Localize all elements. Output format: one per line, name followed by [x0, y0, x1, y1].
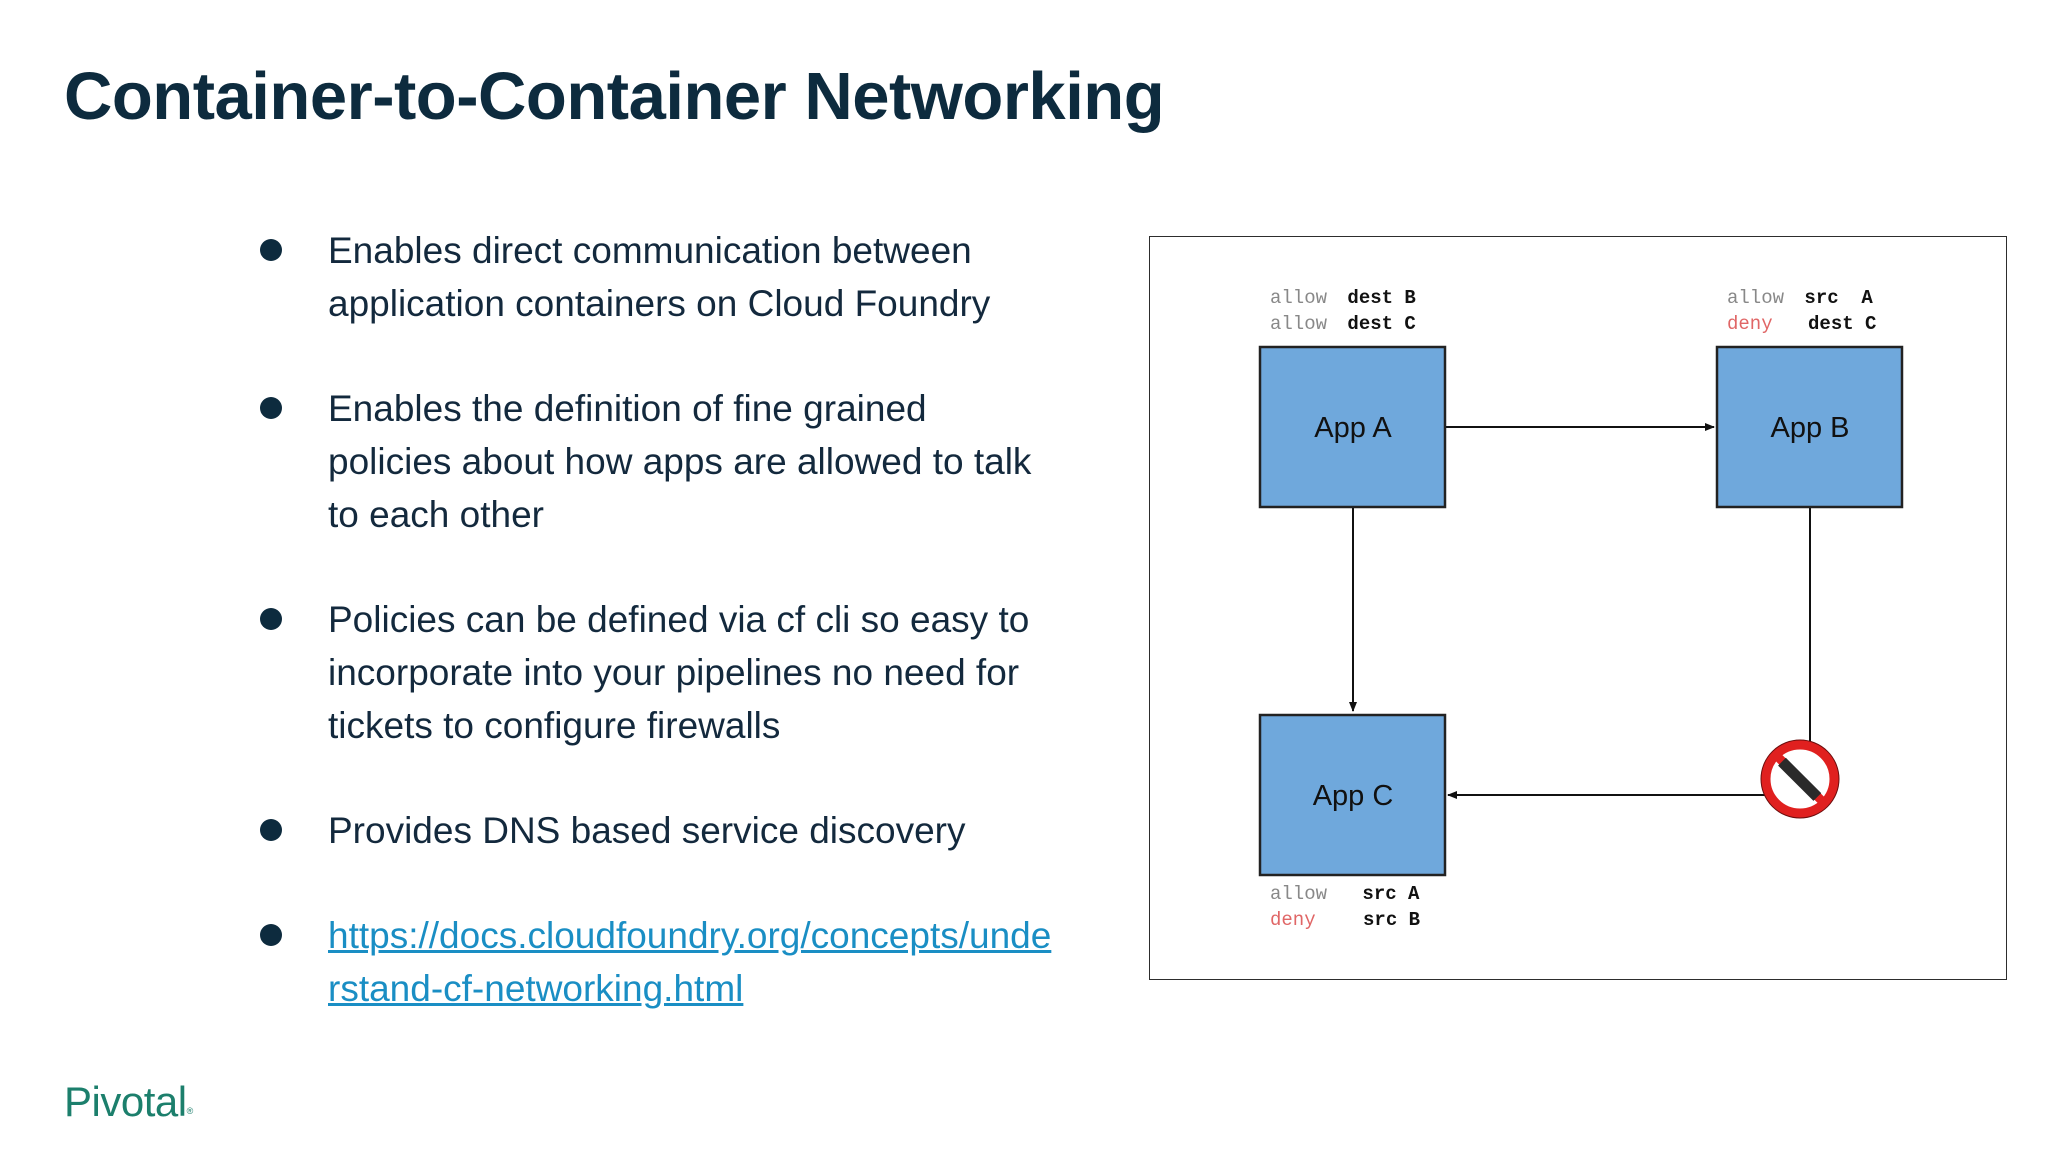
pivotal-logo: Pivotal®	[64, 1078, 193, 1126]
app-b-box: App B	[1715, 345, 1904, 509]
app-b-label: App B	[1771, 412, 1850, 444]
svg-text:allow src A: allow src A	[1727, 287, 1873, 309]
policy-c-2-target: src B	[1363, 909, 1420, 931]
bullet-text: Enables direct communication between app…	[328, 230, 991, 324]
bullet-item: Policies can be defined via cf cli so ea…	[260, 593, 1060, 752]
policy-c-1-word: allow	[1270, 883, 1328, 905]
bullet-item: Enables the definition of fine grained p…	[260, 382, 1060, 541]
bullet-list: Enables direct communication between app…	[260, 224, 1060, 1015]
bullet-item: https://docs.cloudfoundry.org/concepts/u…	[260, 909, 1060, 1015]
app-c-label: App C	[1313, 780, 1394, 812]
bullet-dot	[260, 397, 282, 419]
bullet-dot	[260, 924, 282, 946]
no-entry-icon	[1760, 739, 1840, 819]
app-a-label: App A	[1314, 412, 1392, 444]
policy-b-2-target: dest C	[1808, 313, 1876, 335]
bullet-text: Policies can be defined via cf cli so ea…	[328, 599, 1030, 746]
app-a-box: App A	[1258, 345, 1447, 509]
policy-a-2-word: allow	[1270, 313, 1328, 335]
network-policy-diagram: App A App B App C allow dest B allow des…	[1149, 236, 2007, 980]
svg-text:deny src B: deny src B	[1270, 909, 1420, 931]
policy-b-2-word: deny	[1727, 313, 1773, 335]
svg-text:allow dest B: allow dest B	[1270, 287, 1416, 309]
policy-a-2-target: dest C	[1347, 313, 1415, 335]
policy-a-1-word: allow	[1270, 287, 1328, 309]
bullet-dot	[260, 819, 282, 841]
policy-c-1-target: src A	[1362, 883, 1420, 905]
bullet-dot	[260, 239, 282, 261]
trademark-mark: ®	[186, 1106, 194, 1116]
policy-a: allow dest B allow dest C	[1270, 287, 1416, 335]
svg-text:allow src A: allow src A	[1270, 883, 1420, 905]
policy-a-1-target: dest B	[1347, 287, 1415, 309]
diagram-canvas: App A App B App C allow dest B allow des…	[1258, 287, 1904, 931]
bullet-dot	[260, 608, 282, 630]
policy-b-1-target: src A	[1804, 287, 1873, 309]
logo-text: Pivotal	[64, 1078, 187, 1125]
bullet-text: Provides DNS based service discovery	[328, 810, 966, 851]
app-c-box: App C	[1258, 713, 1447, 877]
policy-c: allow src A deny src B	[1270, 883, 1420, 931]
bullet-text: Enables the definition of fine grained p…	[328, 388, 1032, 535]
policy-b: allow src A deny dest C	[1727, 287, 1876, 335]
bullet-item: Provides DNS based service discovery	[260, 804, 1060, 857]
policy-b-1-word: allow	[1727, 287, 1785, 309]
bullet-item: Enables direct communication between app…	[260, 224, 1060, 330]
policy-c-2-word: deny	[1270, 909, 1316, 931]
docs-link[interactable]: https://docs.cloudfoundry.org/concepts/u…	[328, 915, 1052, 1009]
svg-text:deny dest C: deny dest C	[1727, 313, 1876, 335]
svg-text:allow dest C: allow dest C	[1270, 313, 1416, 335]
slide-title: Container-to-Container Networking	[64, 59, 1165, 134]
